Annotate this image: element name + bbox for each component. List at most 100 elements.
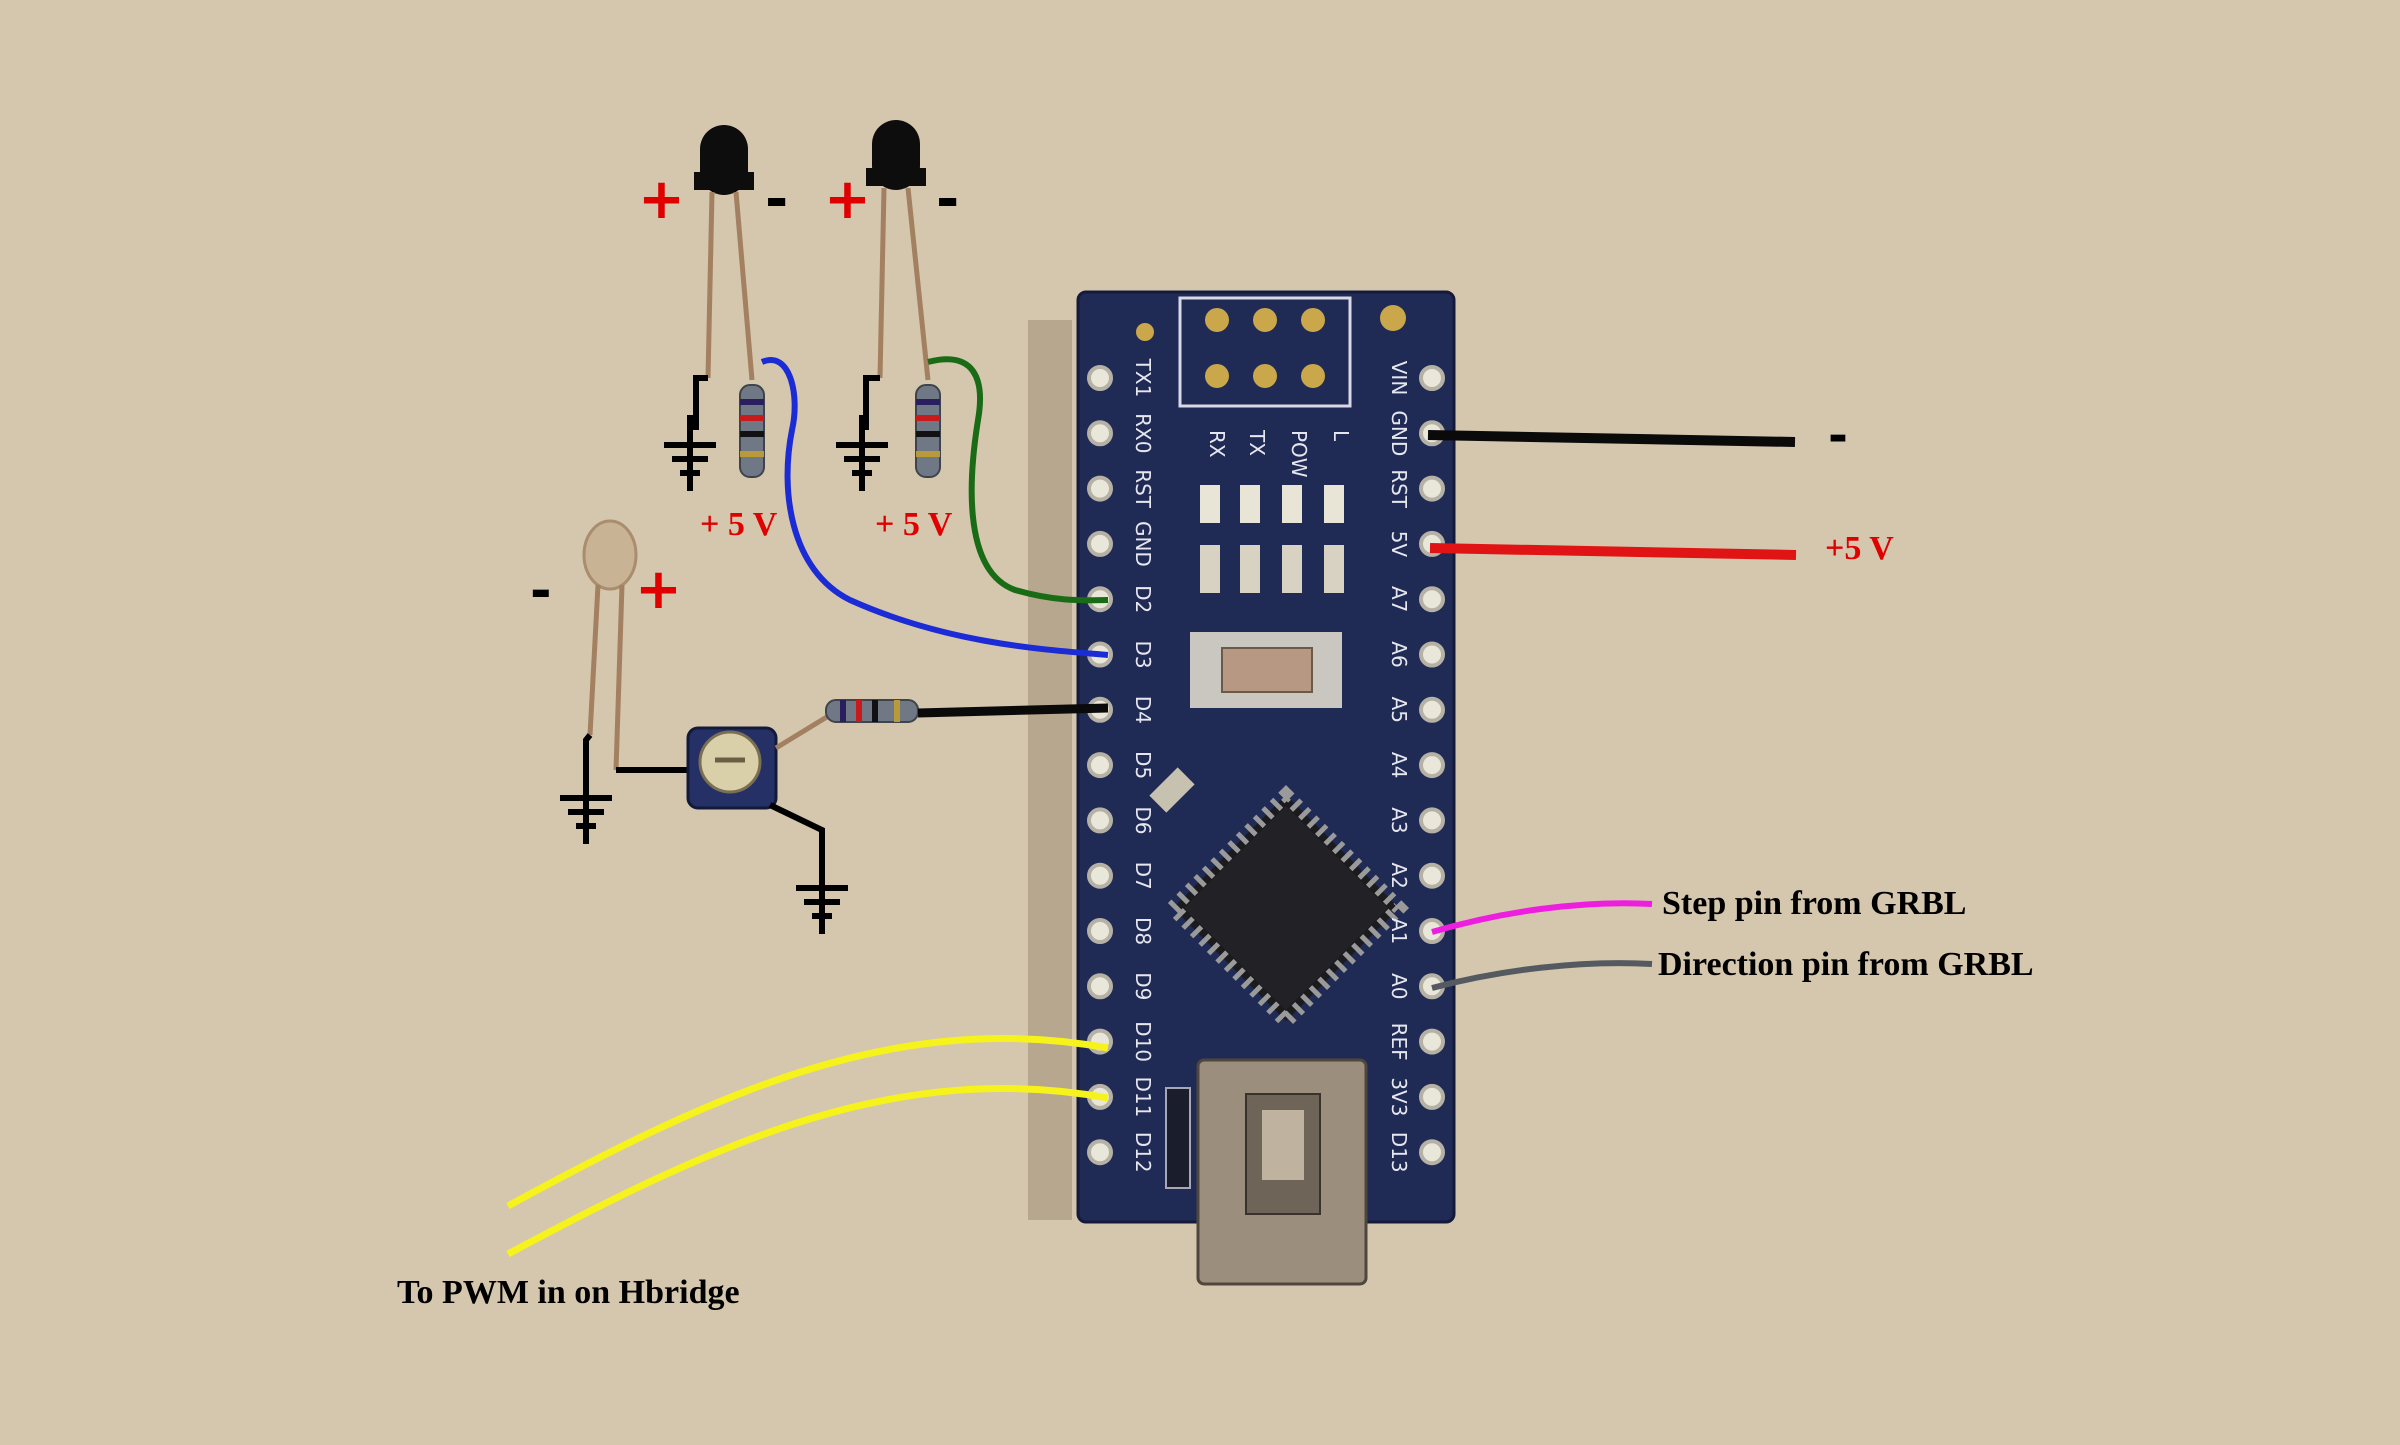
led-label-rx: RX	[1205, 430, 1229, 458]
left-pin-label: D10	[1131, 1021, 1155, 1062]
crystal	[1149, 767, 1195, 813]
gnd-black-wire	[1427, 430, 1796, 447]
right-pin-rst	[1419, 475, 1445, 502]
left-pin-label: D8	[1131, 917, 1155, 945]
pwm-label: To PWM in on Hbridge	[397, 1274, 740, 1311]
left-pin-label: D9	[1131, 972, 1155, 1000]
step-magenta-wire	[1431, 900, 1653, 935]
right-pin-a6	[1419, 641, 1445, 668]
ground-symbol	[796, 858, 848, 934]
led-label-l: L	[1329, 430, 1353, 442]
ground-symbol	[836, 415, 888, 491]
right-pin-label: A6	[1387, 641, 1411, 667]
ir1-ground-wire	[693, 375, 708, 430]
ir1-minus-label: -	[765, 167, 788, 232]
ir2-5v-label: + 5 V	[875, 506, 953, 543]
smd-component	[1165, 1087, 1191, 1189]
ground-symbol	[560, 768, 612, 844]
led-plus-label: +	[635, 557, 682, 622]
dir-gray-wire	[1431, 960, 1653, 991]
direction-pin-label: Direction pin from GRBL	[1658, 946, 2034, 983]
right-pin-label: A5	[1387, 697, 1411, 723]
right-pin-label: A0	[1387, 973, 1411, 999]
left-pin-tx1	[1087, 365, 1113, 391]
right-pin-3v3	[1419, 1083, 1445, 1110]
left-pin-label: D2	[1131, 585, 1155, 613]
step-pin-label: Step pin from GRBL	[1662, 885, 1966, 922]
right-pin-label: A2	[1387, 862, 1411, 888]
pwm-yellow-wire-1	[506, 1035, 1109, 1210]
left-pin-label: D11	[1131, 1076, 1155, 1117]
5v-line-label: +5 V	[1825, 530, 1894, 567]
right-pin-vin	[1419, 365, 1445, 391]
left-pin-label: TX1	[1131, 358, 1155, 398]
left-pin-d6	[1087, 807, 1113, 834]
left-pin-label: D3	[1131, 640, 1155, 668]
left-pin-label: D7	[1131, 862, 1155, 890]
left-pin-label: RX0	[1131, 413, 1155, 453]
led-label-pow: POW	[1287, 430, 1311, 478]
right-pin-label: 5V	[1387, 531, 1411, 558]
left-pin-label: D6	[1131, 806, 1155, 834]
ir1-resistor	[739, 384, 765, 478]
d3-blue-wire	[760, 357, 1109, 658]
left-pin-rst	[1087, 475, 1113, 502]
ir2-minus-label: -	[936, 167, 959, 232]
right-pin-label: VIN	[1387, 361, 1411, 396]
right-pin-label: RST	[1387, 469, 1411, 509]
gnd-line-label: -	[1828, 408, 1848, 464]
ir2-ground-wire	[863, 375, 880, 430]
left-pin-label: D12	[1131, 1132, 1155, 1173]
right-pin-label: GND	[1387, 410, 1411, 456]
potentiometer	[686, 726, 778, 810]
ir-sensor-2	[866, 120, 931, 381]
right-pin-label: A4	[1387, 752, 1411, 778]
ir-led	[582, 519, 638, 771]
ir-sensor-1	[694, 125, 755, 381]
right-pin-d13	[1419, 1139, 1445, 1166]
right-pin-label: A1	[1387, 918, 1411, 944]
d4-wire	[917, 703, 1109, 718]
right-pin-a3	[1419, 807, 1445, 834]
pot-ground-wire	[768, 802, 825, 890]
right-pin-a4	[1419, 752, 1445, 779]
left-pin-d5	[1087, 752, 1113, 779]
ground-symbol	[664, 415, 716, 491]
left-pin-label: D5	[1131, 751, 1155, 779]
left-pin-d7	[1087, 862, 1113, 889]
right-pin-label: A3	[1387, 807, 1411, 833]
left-pin-gnd	[1087, 530, 1113, 557]
right-pin-ref	[1419, 1028, 1445, 1055]
left-pin-d12	[1087, 1139, 1113, 1166]
right-pin-a7	[1419, 586, 1445, 613]
left-pin-d9	[1087, 973, 1113, 1000]
ir1-plus-label: +	[638, 167, 685, 232]
right-pin-label: 3V3	[1387, 1077, 1411, 1116]
reset-button	[1190, 632, 1342, 708]
right-pin-a5	[1419, 696, 1445, 723]
ir2-plus-label: +	[824, 167, 871, 232]
left-pin-d8	[1087, 918, 1113, 944]
left-pin-label: D4	[1131, 696, 1155, 724]
right-pin-label: REF	[1387, 1023, 1411, 1061]
left-pin-rx0	[1087, 420, 1113, 447]
led-minus-label: -	[530, 561, 552, 621]
d2-green-wire	[927, 356, 1109, 604]
arduino-nano-board	[1028, 290, 1456, 1286]
mount-hole	[1136, 323, 1154, 341]
mount-hole	[1380, 305, 1406, 331]
right-pin-a2	[1419, 862, 1445, 889]
5v-red-wire	[1429, 543, 1797, 560]
ir2-resistor	[915, 384, 941, 478]
right-pin-label: A7	[1387, 586, 1411, 612]
pwm-yellow-wire-2	[506, 1085, 1109, 1258]
led-label-tx: TX	[1245, 429, 1269, 456]
pot-lead	[774, 712, 832, 751]
led-resistor	[825, 699, 919, 723]
status-leds	[1200, 485, 1344, 593]
led-labels: RX TX POW L	[1205, 429, 1353, 478]
left-pin-label: GND	[1131, 521, 1155, 567]
